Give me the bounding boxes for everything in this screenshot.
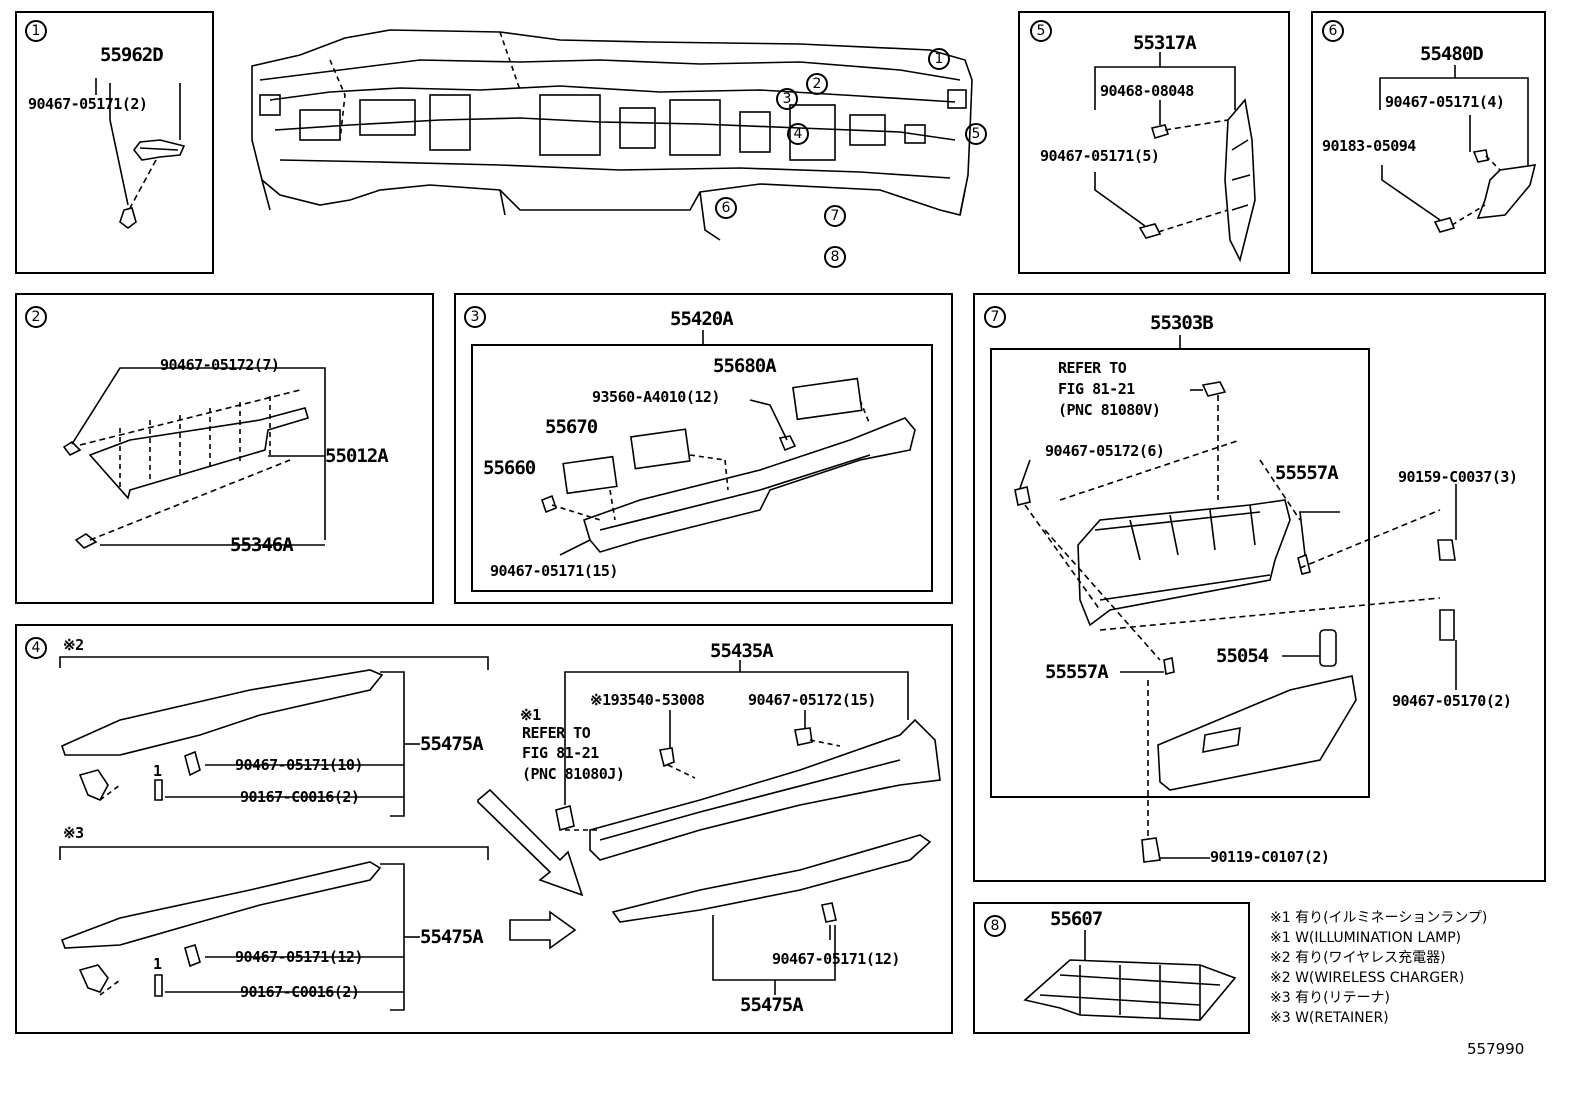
panel6-part-number: 55480D — [1420, 43, 1484, 65]
panel4-upper-cover — [61, 669, 384, 756]
main-callout-7: 7 — [824, 205, 846, 227]
note-3-en: ※3 W(RETAINER) — [1270, 1010, 1389, 1026]
panel3-vent-right: 55680A — [713, 355, 777, 377]
instrument-panel-illustration — [251, 29, 973, 241]
panel7-glove-box-frame — [1077, 499, 1291, 627]
panel3-vent-left: 55660 — [483, 457, 536, 479]
panel3-assembly-number: 55420A — [670, 308, 734, 330]
panel5-clip1: 90468-08048 — [1100, 82, 1194, 100]
panel7-glove-box-door — [1157, 675, 1357, 791]
panel4-garnish-assembly — [589, 718, 941, 861]
note-1-ja: ※1 有り(イルミネーションランプ) — [1270, 910, 1488, 926]
callout-3: 3 — [464, 306, 486, 328]
panel-1 — [15, 11, 214, 274]
panel4-ref-line3: (PNC 81080J) — [522, 765, 625, 783]
callout-7: 7 — [984, 306, 1006, 328]
panel6-side-cover — [1476, 164, 1537, 219]
panel4-marker-2: ※2 — [63, 636, 84, 654]
panel7-ref-line1: REFER TO — [1058, 359, 1127, 377]
main-callout-5: 5 — [965, 123, 987, 145]
panel-7-inner-box — [990, 348, 1370, 798]
panel7-clip2: 90467-05170(2) — [1392, 692, 1512, 710]
panel3-garnish — [583, 417, 916, 553]
note-2-en: ※2 W(WIRELESS CHARGER) — [1270, 970, 1465, 986]
main-callout-1: 1 — [928, 48, 950, 70]
callout-1: 1 — [25, 20, 47, 42]
callout-8: 8 — [984, 915, 1006, 937]
panel4-clip-c: 90467-05172(15) — [748, 691, 876, 709]
main-callout-4: 4 — [787, 123, 809, 145]
panel7-clip1: 90467-05172(6) — [1045, 442, 1165, 460]
callout-5: 5 — [1030, 20, 1052, 42]
panel4-part-a: 55475A — [420, 733, 484, 755]
panel-3-inner-box — [471, 344, 933, 592]
panel-8 — [973, 902, 1250, 1034]
panel8-part-number: 55607 — [1050, 908, 1103, 930]
panel4-bolt-b: 90167-C0016(2) — [240, 983, 360, 1001]
panel4-marker-3: ※3 — [63, 824, 84, 842]
panel7-stopper: 55557A — [1275, 462, 1339, 484]
panel4-part-b: 55475A — [420, 926, 484, 948]
panel7-screw1: 90159-C0037(3) — [1398, 468, 1518, 486]
panel7-stopper2: 55557A — [1045, 661, 1109, 683]
callout-2: 2 — [25, 306, 47, 328]
panel-5 — [1018, 11, 1290, 274]
main-callout-8: 8 — [824, 246, 846, 268]
panel2-bottom-part: 55346A — [230, 534, 294, 556]
panel4-assembly-number: 55435A — [710, 640, 774, 662]
note-1-en: ※1 W(ILLUMINATION LAMP) — [1270, 930, 1462, 946]
panel-3 — [454, 293, 953, 604]
panel4-part-c: 55475A — [740, 994, 804, 1016]
panel4-ref-line2: FIG 81-21 — [522, 744, 599, 762]
panel4-bolt-a: 90167-C0016(2) — [240, 788, 360, 806]
panel4-ref-line1: REFER TO — [522, 724, 591, 742]
panel7-assembly-number: 55303B — [1150, 312, 1214, 334]
panel-6 — [1311, 11, 1546, 274]
panel3-screw: 93560-A4010(12) — [592, 388, 720, 406]
panel5-part-number: 55317A — [1133, 32, 1197, 54]
panel3-vent-middle: 55670 — [545, 416, 598, 438]
panel4-ref-mark: ※1 — [520, 706, 541, 724]
panel2-part-number: 55012A — [325, 445, 389, 467]
callout-6: 6 — [1322, 20, 1344, 42]
panel1-clip-number: 90467-05171(2) — [28, 95, 148, 113]
panel4-clip-b: 90467-05171(12) — [235, 948, 363, 966]
panel7-ref-line3: (PNC 81080V) — [1058, 401, 1161, 419]
panel-2 — [15, 293, 434, 604]
note-2-ja: ※2 有り(ワイヤレス充電器) — [1270, 950, 1446, 966]
panel4-bulb: ※193540-53008 — [590, 691, 705, 709]
panel5-clip2: 90467-05171(5) — [1040, 147, 1160, 165]
panel4-sub-b: 1 — [153, 955, 162, 973]
note-3-ja: ※3 有り(リテーナ) — [1270, 990, 1391, 1006]
main-callout-2: 2 — [806, 73, 828, 95]
panel4-clip-a: 90467-05171(10) — [235, 756, 363, 774]
panel1-part-number: 55962D — [100, 44, 164, 66]
panel2-top-clip: 90467-05172(7) — [160, 356, 280, 374]
panel6-clip2: 90183-05094 — [1322, 137, 1416, 155]
main-callout-3: 3 — [776, 88, 798, 110]
panel4-lower-cover — [60, 861, 382, 949]
panel4-sub-a: 1 — [153, 762, 162, 780]
panel8-cover — [1023, 959, 1237, 1021]
panel-7 — [973, 293, 1546, 882]
callout-4: 4 — [25, 637, 47, 659]
figure-id: 557990 — [1467, 1040, 1525, 1058]
panel1-garnish — [132, 139, 186, 161]
main-callout-6: 6 — [715, 197, 737, 219]
panel7-ref-line2: FIG 81-21 — [1058, 380, 1135, 398]
panel-4 — [15, 624, 953, 1034]
panel7-damper: 55054 — [1216, 645, 1269, 667]
panel5-side-cover — [1224, 98, 1256, 263]
panel3-clip: 90467-05171(15) — [490, 562, 618, 580]
panel7-screw2: 90119-C0107(2) — [1210, 848, 1330, 866]
panel2-trim-strip — [88, 407, 309, 500]
panel6-clip1: 90467-05171(4) — [1385, 93, 1505, 111]
panel4-clip-d: 90467-05171(12) — [772, 950, 900, 968]
